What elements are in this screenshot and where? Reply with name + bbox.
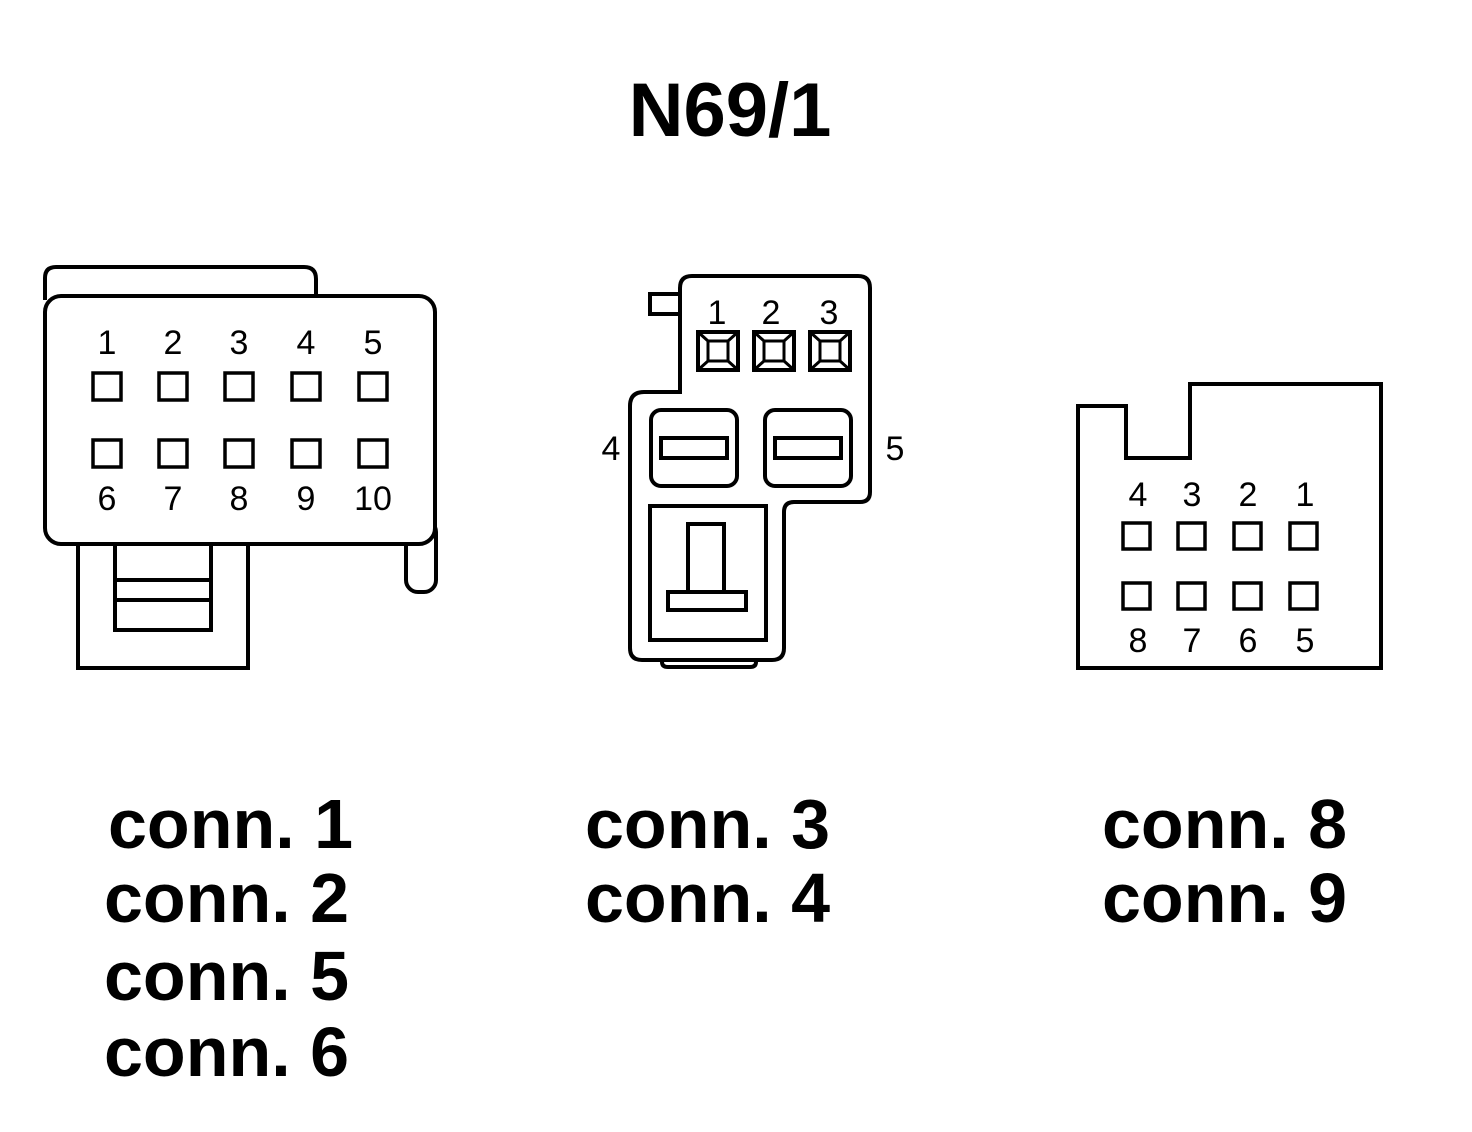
pin-label: 2 xyxy=(762,294,781,332)
connector-a-back-housing xyxy=(43,265,318,300)
pin-label: 7 xyxy=(1183,622,1202,660)
pin-cavity xyxy=(1176,581,1207,611)
connector-b-terminal-2 xyxy=(752,330,796,372)
pin-label: 5 xyxy=(886,430,905,468)
pin-label: 3 xyxy=(820,294,839,332)
pin-cavity xyxy=(290,438,322,469)
connector-b-terminal-1 xyxy=(696,330,740,372)
pin-label: 4 xyxy=(602,430,621,468)
connector-5-pin: 1 2 3 4 5 xyxy=(602,274,905,669)
connector-c-captions: conn. 8 conn. 9 xyxy=(1102,785,1347,937)
connector-b-latch-base xyxy=(666,590,748,612)
connector-a-pins-top: 1 2 3 4 5 xyxy=(91,324,389,402)
connector-b-power-blade-4 xyxy=(659,436,729,460)
connector-a-face xyxy=(43,294,437,546)
pin-label: 1 xyxy=(1296,476,1315,514)
pin-cavity xyxy=(1288,581,1319,611)
pin-cavity xyxy=(357,371,389,402)
pin-label: 2 xyxy=(1239,476,1258,514)
pin-label: 9 xyxy=(297,480,316,518)
connector-caption: conn. 2 xyxy=(104,859,349,937)
connector-caption: conn. 6 xyxy=(104,1013,349,1091)
connector-caption: conn. 4 xyxy=(585,859,830,937)
pin-cavity xyxy=(1288,521,1319,551)
connector-caption: conn. 3 xyxy=(585,785,830,863)
pin-label: 3 xyxy=(1183,476,1202,514)
pin-label: 6 xyxy=(1239,622,1258,660)
pin-label: 8 xyxy=(1129,622,1148,660)
connector-a-pins-bottom: 6 7 8 9 10 xyxy=(91,438,392,518)
pin-label: 4 xyxy=(297,324,316,362)
connector-caption: conn. 8 xyxy=(1102,785,1347,863)
connector-a-captions: conn. 1 conn. 2 conn. 5 conn. 6 xyxy=(104,785,353,1091)
diagram-title: N69/1 xyxy=(629,68,832,153)
pin-cavity xyxy=(1121,581,1152,611)
pin-label: 8 xyxy=(230,480,249,518)
pin-label: 1 xyxy=(98,324,117,362)
pin-cavity xyxy=(91,438,123,469)
pin-cavity xyxy=(157,438,189,469)
pin-label: 4 xyxy=(1129,476,1148,514)
pin-cavity xyxy=(91,371,123,402)
connector-b-terminal-3 xyxy=(808,330,852,372)
pin-label: 7 xyxy=(164,480,183,518)
connector-b-captions: conn. 3 conn. 4 xyxy=(585,785,830,937)
connector-caption: conn. 1 xyxy=(108,785,353,863)
pin-cavity xyxy=(1121,521,1152,551)
pin-cavity xyxy=(157,371,189,402)
connector-10-pin: 1 2 3 4 5 6 7 8 9 10 xyxy=(43,265,438,670)
connector-caption: conn. 9 xyxy=(1102,859,1347,937)
pin-cavity xyxy=(1232,521,1263,551)
pin-cavity xyxy=(1232,581,1263,611)
connector-caption: conn. 5 xyxy=(104,937,349,1015)
connector-8-pin: 4 3 2 1 8 7 6 5 xyxy=(1076,382,1383,670)
pin-label: 10 xyxy=(354,480,392,518)
connector-b-power-blade-5 xyxy=(773,436,843,460)
pin-label: 1 xyxy=(708,294,727,332)
pin-cavity xyxy=(223,371,255,402)
connector-b-latch-stem xyxy=(686,522,726,598)
pin-label: 6 xyxy=(98,480,117,518)
pin-label: 2 xyxy=(164,324,183,362)
pin-cavity xyxy=(290,371,322,402)
connector-a-latch-inner xyxy=(113,538,213,632)
pin-cavity xyxy=(223,438,255,469)
pin-cavity xyxy=(357,438,389,469)
pin-label: 5 xyxy=(364,324,383,362)
pin-cavity xyxy=(1176,521,1207,551)
pin-label: 5 xyxy=(1296,622,1315,660)
pin-label: 3 xyxy=(230,324,249,362)
